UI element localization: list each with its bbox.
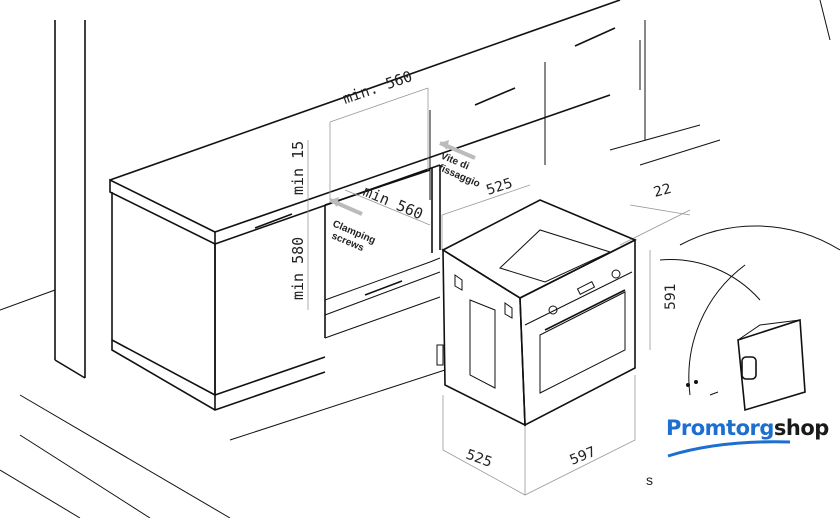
label-oven-depth-bottom: 525 [464,447,495,471]
floor-lines [0,124,721,518]
wall-column [54,20,86,379]
upper-cabinets [109,0,831,200]
logo-part1: Promtorg [666,416,774,440]
oven-niche [324,165,441,339]
arrow-icons [329,140,476,216]
label-oven-depth-top: 525 [484,175,514,198]
base-cabinet [111,192,326,411]
label-top-gap: min 15 [289,141,307,195]
label-niche-height: min 580 [289,237,307,300]
label-oven-height: 591 [663,283,679,310]
label-top-width: min. 560 [340,67,414,108]
label-niche-depth: min 560 [360,182,425,223]
detail-callout [659,225,840,412]
logo-part2: shop [773,416,829,440]
dimension-lines [307,87,691,496]
logo-swoosh [667,440,791,458]
countertop [109,94,611,246]
oven [436,199,637,427]
partial-text: s [646,472,653,488]
promtorgshop-logo: Promtorgshop [666,416,829,440]
label-oven-width: 597 [568,444,599,469]
label-panel-thickness: 22 [652,181,673,201]
